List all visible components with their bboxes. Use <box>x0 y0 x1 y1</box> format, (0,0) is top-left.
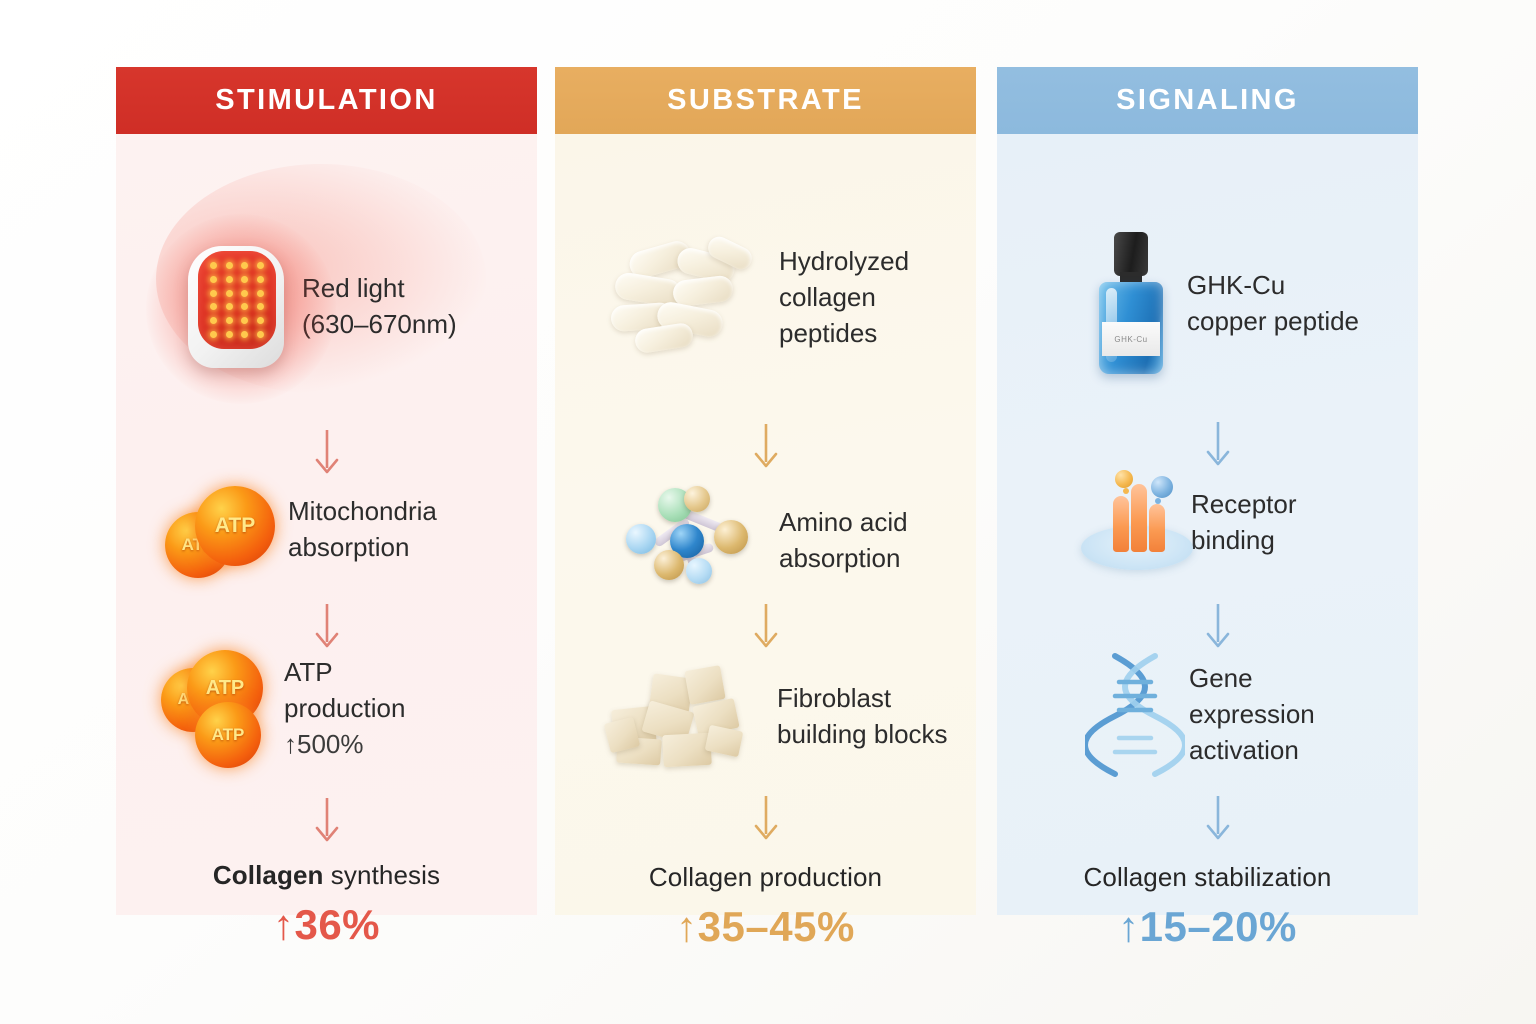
column-stimulation: STIMULATION <box>116 67 537 948</box>
down-arrow-icon <box>749 794 783 846</box>
step-line-1: Gene <box>1189 663 1253 694</box>
step-line-1: ATP <box>284 657 333 688</box>
step-label-amino-acid: Amino acid absorption <box>779 505 908 577</box>
step-gene-expression: Gene expression activation <box>1081 652 1315 778</box>
down-arrow-icon <box>1201 602 1235 654</box>
step-line-1: Amino acid <box>779 507 908 538</box>
step-line-1: Receptor <box>1191 489 1297 520</box>
column-body-stimulation: Red light (630–670nm) ATP ATP Mitochondr… <box>116 134 537 948</box>
red-light-led-panel-icon <box>146 214 336 404</box>
step-mitochondria-absorption: ATP ATP Mitochondria absorption <box>160 480 437 580</box>
step-line-1: Fibroblast <box>777 683 892 714</box>
receptor-binding-icon <box>1079 470 1193 576</box>
column-header-stimulation: STIMULATION <box>116 67 537 134</box>
outcome-collagen-production: Collagen production ↑35–45% <box>555 862 976 951</box>
column-body-substrate: Hydrolyzed collagen peptides <box>555 134 976 950</box>
serum-dropper-bottle-icon: GHK-Cu <box>1075 232 1187 376</box>
down-arrow-icon <box>310 796 344 848</box>
step-red-light: Red light (630–670nm) <box>146 214 457 404</box>
down-arrow-icon <box>749 422 783 474</box>
outcome-label-rest: Collagen stabilization <box>1083 862 1332 892</box>
step-line-2: collagen <box>779 282 876 313</box>
step-line-1: Mitochondria <box>288 496 437 527</box>
capsules-icon <box>593 233 779 355</box>
column-header-substrate: SUBSTRATE <box>555 67 976 134</box>
step-atp-production: ATP ATP ATP ATP production ↑500% <box>156 650 405 768</box>
down-arrow-icon <box>1201 794 1235 846</box>
step-amino-acid-absorption: Amino acid absorption <box>597 486 908 596</box>
outcome-collagen-stabilization: Collagen stabilization ↑15–20% <box>997 862 1418 951</box>
bottle-label: GHK-Cu <box>1102 322 1160 356</box>
step-fibroblast-blocks: Fibroblast building blocks <box>587 662 948 772</box>
outcome-value: ↑36% <box>272 901 381 948</box>
step-line-1: GHK-Cu <box>1187 270 1286 301</box>
column-header-signaling: SIGNALING <box>997 67 1418 134</box>
step-line-1: Hydrolyzed <box>779 246 910 277</box>
step-line-2: absorption <box>288 532 410 562</box>
down-arrow-icon <box>310 602 344 654</box>
outcome-value: ↑15–20% <box>1118 903 1297 950</box>
step-line-2: expression <box>1189 699 1315 730</box>
step-line-2: binding <box>1191 525 1275 555</box>
down-arrow-icon <box>1201 420 1235 472</box>
outcome-label-bold: Collagen <box>212 860 324 890</box>
step-line-2: copper peptide <box>1187 306 1360 336</box>
step-line-2: building blocks <box>777 719 948 749</box>
outcome-label-rest: synthesis <box>323 860 441 890</box>
column-substrate: SUBSTRATE Hydroly <box>555 67 976 950</box>
step-label-receptor: Receptor binding <box>1191 487 1297 559</box>
step-line-3: peptides <box>779 317 878 348</box>
step-label-ghk-cu: GHK-Cu copper peptide <box>1187 268 1359 340</box>
atp-molecules-cluster-icon: ATP ATP ATP <box>156 650 284 768</box>
step-label-fibroblast: Fibroblast building blocks <box>777 681 948 753</box>
outcome-label-rest: Collagen production <box>648 862 883 892</box>
step-label-hydrolyzed-collagen: Hydrolyzed collagen peptides <box>779 244 909 352</box>
step-hydrolyzed-collagen: Hydrolyzed collagen peptides <box>593 233 909 355</box>
atp-molecules-icon: ATP ATP <box>160 480 288 580</box>
step-receptor-binding: Receptor binding <box>1079 470 1297 576</box>
step-label-gene-expression: Gene expression activation <box>1189 661 1315 769</box>
column-body-signaling: GHK-Cu GHK-Cu copper peptide <box>997 134 1418 950</box>
step-metric: ↑500% <box>284 728 364 759</box>
down-arrow-icon <box>310 428 344 480</box>
down-arrow-icon <box>749 602 783 654</box>
step-ghk-cu: GHK-Cu GHK-Cu copper peptide <box>1075 232 1359 376</box>
column-signaling: SIGNALING GHK-Cu GHK-Cu copper peptide <box>997 67 1418 950</box>
amino-acid-molecule-icon <box>597 486 779 596</box>
step-line-2: production <box>284 693 406 724</box>
outcome-value: ↑35–45% <box>676 903 855 950</box>
dna-helix-icon <box>1081 652 1189 778</box>
outcome-label: Collagen production <box>555 862 976 893</box>
outcome-label: Collagen synthesis <box>116 860 537 891</box>
outcome-label: Collagen stabilization <box>997 862 1418 893</box>
outcome-collagen-synthesis: Collagen synthesis ↑36% <box>116 860 537 949</box>
building-blocks-icon <box>587 662 777 772</box>
step-label-mitochondria: Mitochondria absorption <box>288 494 437 566</box>
atp-badge: ATP <box>195 702 261 768</box>
step-line-2: absorption <box>779 543 901 573</box>
atp-badge: ATP <box>195 486 275 566</box>
step-line-3: activation <box>1189 734 1299 765</box>
step-label-atp-production: ATP production ↑500% <box>284 655 405 763</box>
